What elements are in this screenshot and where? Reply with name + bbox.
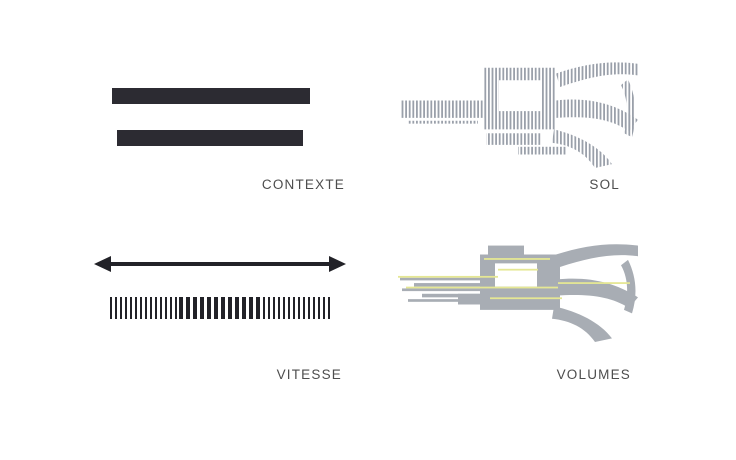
speed-stripes-right — [263, 297, 332, 319]
context-bar-top-icon — [112, 88, 310, 104]
volumes-massing-icon — [398, 244, 638, 342]
speed-stripes-center — [178, 297, 264, 319]
speed-double-arrow-icon — [94, 256, 346, 272]
panel-label-sol: SOL — [589, 177, 620, 192]
panel-label-volumes: VOLUMES — [556, 367, 631, 382]
speed-stripes-left — [110, 297, 179, 319]
panel-label-vitesse: VITESSE — [276, 367, 342, 382]
sol-hatched-plan-icon — [400, 62, 638, 168]
panel-label-contexte: CONTEXTE — [261, 177, 345, 192]
context-bar-bottom-icon — [117, 130, 303, 146]
speed-stripe-bar-icon — [110, 297, 332, 319]
